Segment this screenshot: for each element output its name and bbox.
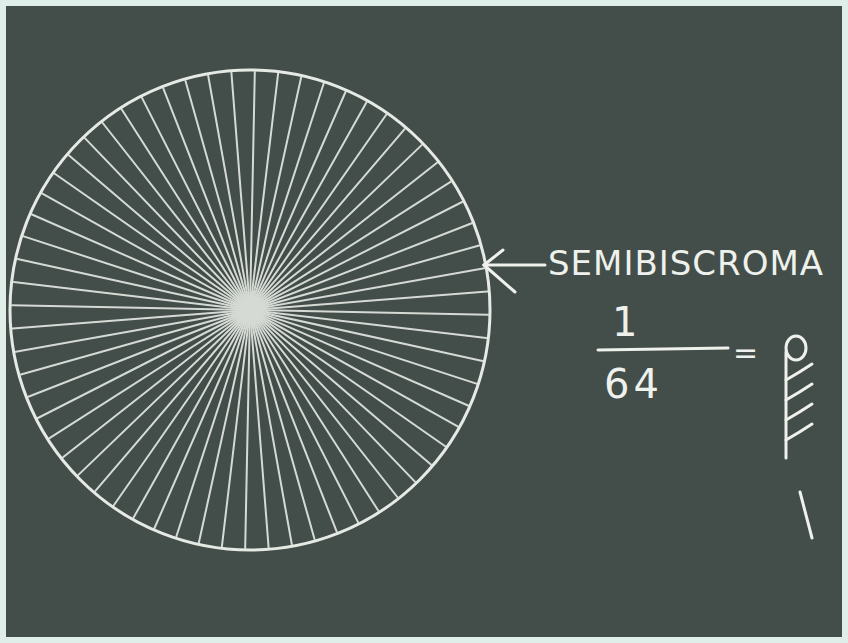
note-name: SEMIBISCROMA [548,246,824,280]
slice-line [55,174,250,310]
pointer-arrow [484,250,545,292]
fraction-bar [598,348,728,350]
slice-line [250,310,292,544]
slice-line [250,223,472,310]
slice-line [16,310,250,352]
slice-line [134,310,250,518]
slice-line [95,310,250,491]
whole-circle [10,70,490,550]
slice-line [250,163,437,310]
slice-line [250,310,458,426]
slice-line [38,310,250,418]
slice-line [50,310,251,438]
slice-line [142,98,250,310]
slice-line [250,310,269,547]
slice-line [42,194,250,310]
slice-line [250,310,337,532]
slice-line [114,310,250,505]
slice-line [250,129,405,310]
slice-line [163,88,250,310]
slice-line [231,73,250,310]
slice-line [250,202,462,310]
slice-line [103,123,250,310]
slice-line [250,310,445,446]
slice-line [63,310,250,457]
slice-line [250,310,431,465]
slice-line [250,310,378,511]
equals-sign: = [733,338,758,368]
denominator: 64 [604,364,663,404]
slice-line [250,182,451,310]
slice-line [250,310,358,522]
slice-line [28,310,250,397]
slice-line [250,268,484,310]
slice-line [122,110,250,311]
slice-line [208,76,250,310]
numerator: 1 [612,302,637,342]
slice-line [13,310,250,329]
slice-line [250,310,397,497]
note-symbol [786,336,812,538]
slice-line [250,115,386,310]
slice-line [250,102,366,310]
slice-line [250,291,487,310]
slice-line [69,155,250,310]
